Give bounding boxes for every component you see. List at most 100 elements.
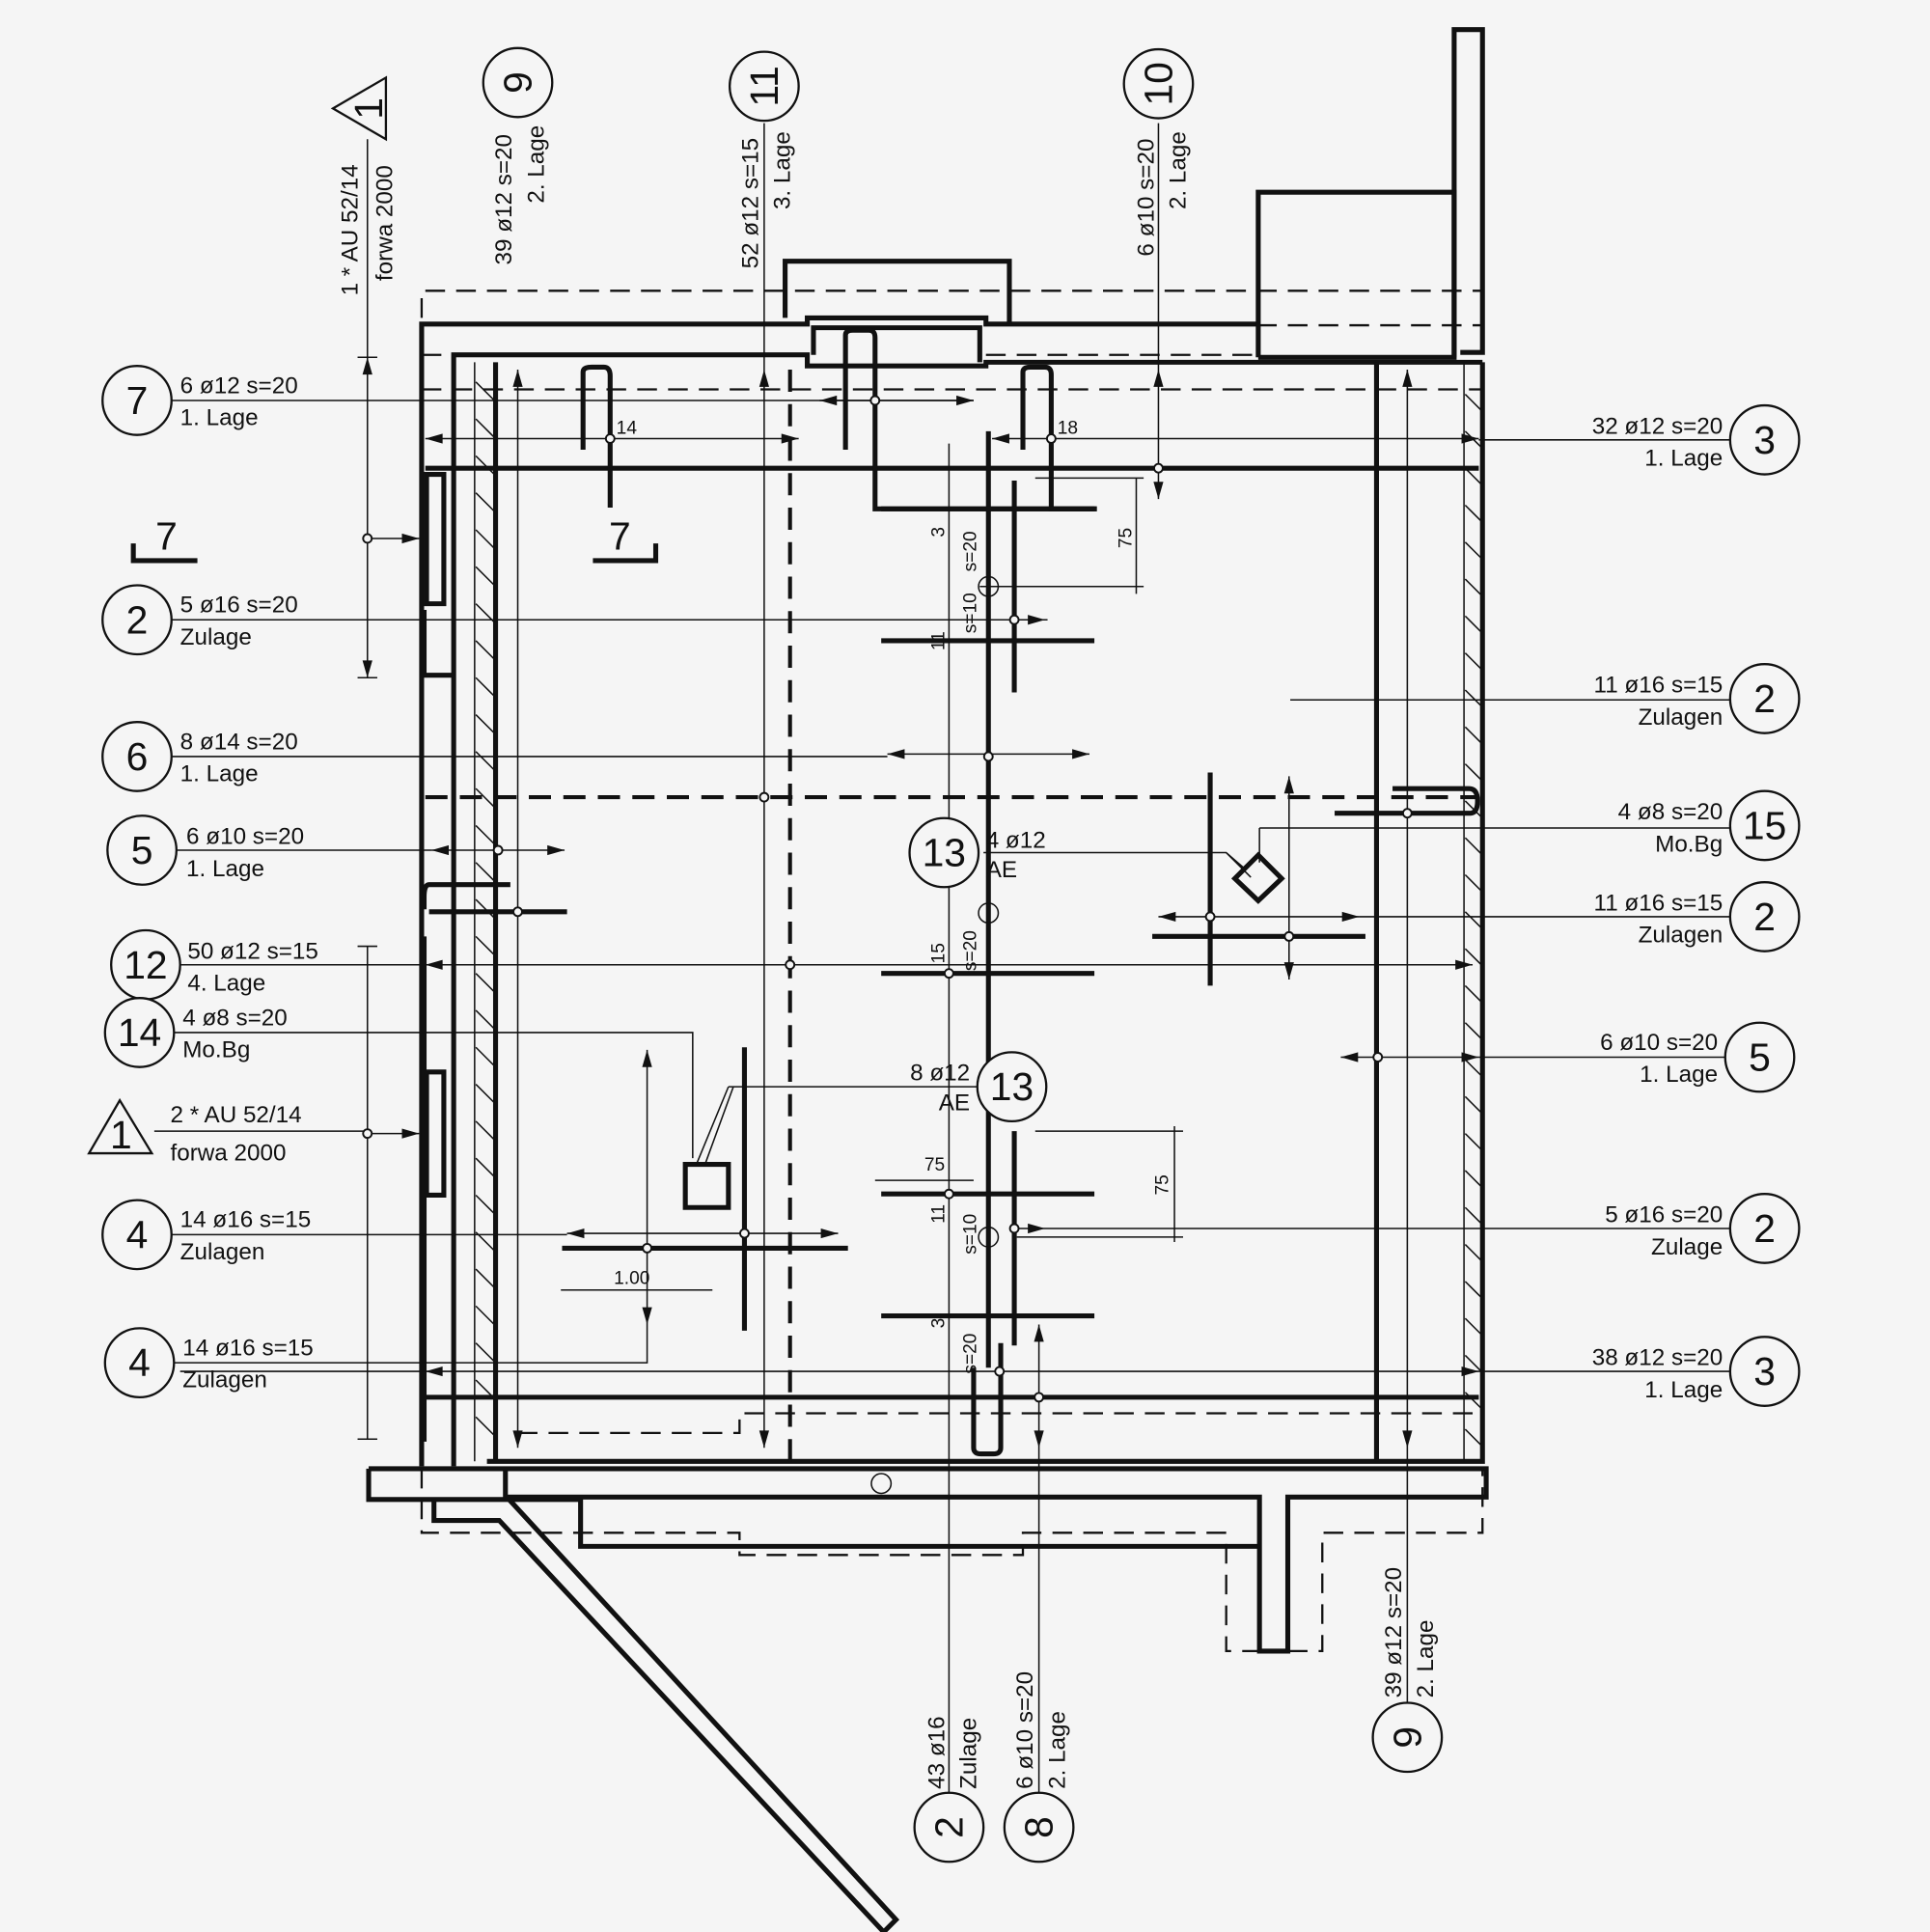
callout-text: 43 ø16 [924, 1716, 950, 1788]
callout-text: 6 ø10 s=20 [186, 824, 304, 850]
dim-75-mid: 75 [924, 1155, 945, 1175]
callout-text: 39 ø12 s=20 [491, 134, 517, 265]
structure-outline [366, 27, 1489, 1932]
callout-text: 4 ø12 [986, 827, 1046, 853]
dimension-lines [153, 123, 1730, 1793]
callout-7: 7 6 ø12 s=20 1. Lage [101, 365, 298, 436]
section-marks: 7 7 [130, 513, 659, 564]
callout-10-top: 10 6 ø10 s=20 2. Lage [1122, 47, 1195, 257]
callout-text: 32 ø12 s=20 [1592, 413, 1723, 439]
callout-text: Zulagen [1639, 704, 1723, 731]
callout-text: 2. Lage [523, 125, 549, 204]
callout-number: 7 [126, 378, 149, 423]
dim-s10-top: s=10 [960, 593, 980, 633]
callout-number: 2 [1753, 1206, 1776, 1251]
callout-text: 14 ø16 s=15 [182, 1335, 313, 1361]
callout-number: 14 [118, 1010, 161, 1055]
callout-text: Zulage [1651, 1234, 1723, 1260]
callout-text: AE [939, 1090, 970, 1116]
callout-text: 1. Lage [186, 856, 264, 882]
callout-number: 2 [926, 1816, 971, 1838]
callout-11-top: 11 52 ø12 s=15 3. Lage [728, 50, 800, 269]
callout-9-top: 9 39 ø12 s=20 2. Lage [482, 46, 554, 265]
callout-text: 52 ø12 s=15 [738, 138, 764, 269]
callout-8-bottom: 8 6 ø10 s=20 2. Lage [1003, 1671, 1075, 1863]
callout-number: 1 [110, 1113, 132, 1157]
callout-number: 3 [1753, 1349, 1776, 1394]
dim-11-top: 11 [928, 631, 949, 650]
callout-2: 2 5 ø16 s=20 Zulage [101, 584, 298, 656]
section-mark-right: 7 [609, 513, 631, 558]
callout-text: 2 * AU 52/14 [170, 1102, 301, 1128]
callout-triangle-1-top: 1 1 * AU 52/14 forwa 2000 [330, 75, 398, 358]
callout-5: 5 6 ø10 s=20 1. Lage [1600, 1021, 1796, 1093]
callout-text: 39 ø12 s=20 [1381, 1567, 1407, 1698]
top-callouts: 1 1 * AU 52/14 forwa 2000 9 39 ø12 s=20 … [330, 46, 1195, 358]
dim-s20-top: s=20 [960, 531, 980, 571]
callout-number: 5 [131, 828, 153, 872]
callout-text: 3. Lage [770, 131, 796, 209]
callout-13-upper: 13 4 ø12 AE [908, 816, 1046, 889]
callout-text: Zulage [955, 1718, 981, 1789]
bottom-callouts: 2 43 ø16 Zulage 8 6 ø10 s=20 2. Lage 9 3… [913, 1567, 1444, 1863]
callout-text: Zulagen [1639, 923, 1723, 949]
callout-text: 8 ø12 [910, 1061, 970, 1087]
callout-2: 2 11 ø16 s=15 Zulagen [1594, 663, 1801, 734]
callout-number: 4 [128, 1340, 151, 1385]
callout-number: 13 [990, 1064, 1034, 1109]
callout-text: 4 ø8 s=20 [182, 1005, 288, 1031]
callout-number: 12 [124, 943, 167, 987]
callout-number: 9 [1385, 1726, 1429, 1749]
callout-3b: 3 38 ø12 s=20 1. Lage [1592, 1336, 1801, 1407]
right-callouts: 3 32 ø12 s=20 1. Lage 2 11 ø16 s=15 Zula… [1592, 403, 1801, 1407]
callout-text: 6 ø10 s=20 [1012, 1671, 1038, 1789]
callout-text: 14 ø16 s=15 [180, 1207, 311, 1233]
callout-4: 4 14 ø16 s=15 Zulagen [101, 1199, 311, 1271]
callout-14: 14 4 ø8 s=20 Mo.Bg [103, 997, 288, 1068]
callout-4b: 4 14 ø16 s=15 Zulagen [103, 1327, 314, 1399]
section-mark-left: 7 [155, 513, 178, 558]
callout-13-lower: 13 8 ø12 AE [910, 1051, 1048, 1123]
callout-text: 11 ø16 s=15 [1594, 891, 1723, 917]
callout-text: 5 ø16 s=20 [180, 593, 298, 619]
callout-text: 11 ø16 s=15 [1594, 673, 1723, 699]
dim-3-top: 3 [928, 527, 949, 538]
dim-75-right: 75 [1153, 1174, 1173, 1195]
callout-text: 1. Lage [180, 760, 259, 787]
callout-number: 3 [1753, 418, 1776, 462]
dimension-labels: 14 18 75 75 75 1.00 3 s=20 11 s=10 15 s=… [614, 418, 1173, 1373]
callout-number: 2 [1753, 895, 1776, 939]
callout-2c: 2 5 ø16 s=20 Zulage [1605, 1193, 1801, 1264]
callout-text: forwa 2000 [170, 1141, 286, 1167]
dim-15: 15 [928, 943, 949, 963]
callout-text: 1. Lage [1644, 1377, 1723, 1403]
callout-number: 5 [1749, 1035, 1771, 1080]
callout-number: 4 [126, 1212, 149, 1256]
dim-75-top: 75 [1116, 528, 1136, 548]
callout-text: 6 ø12 s=20 [180, 373, 298, 399]
callout-text: 1. Lage [1644, 446, 1723, 472]
callout-text: Zulage [180, 624, 252, 650]
callout-number: 2 [126, 597, 149, 642]
dim-1-00: 1.00 [614, 1268, 649, 1288]
dim-3-bottom: 3 [928, 1318, 949, 1329]
callout-triangle-1: 1 2 * AU 52/14 forwa 2000 [87, 1097, 302, 1167]
callout-text: 1. Lage [1640, 1062, 1718, 1088]
dim-14: 14 [617, 418, 638, 438]
callout-text: 2. Lage [1166, 131, 1192, 209]
callout-text: 50 ø12 s=15 [187, 938, 317, 964]
callout-text: Zulagen [180, 1239, 265, 1265]
dim-s20-mid: s=20 [960, 930, 980, 971]
dim-s20-bottom: s=20 [960, 1334, 980, 1374]
callout-text: 6 ø10 s=20 [1600, 1030, 1718, 1056]
callout-text: 1. Lage [180, 404, 259, 430]
left-callouts: 7 6 ø12 s=20 1. Lage 2 5 ø16 s=20 Zulage… [87, 365, 318, 1399]
callout-number: 8 [1017, 1816, 1062, 1838]
callout-text: forwa 2000 [372, 165, 398, 281]
callout-text: 8 ø14 s=20 [180, 729, 298, 755]
callout-text: 38 ø12 s=20 [1592, 1345, 1723, 1371]
callout-text: 5 ø16 s=20 [1605, 1202, 1723, 1228]
callout-number: 2 [1753, 676, 1776, 721]
callout-text: Zulagen [182, 1367, 267, 1394]
